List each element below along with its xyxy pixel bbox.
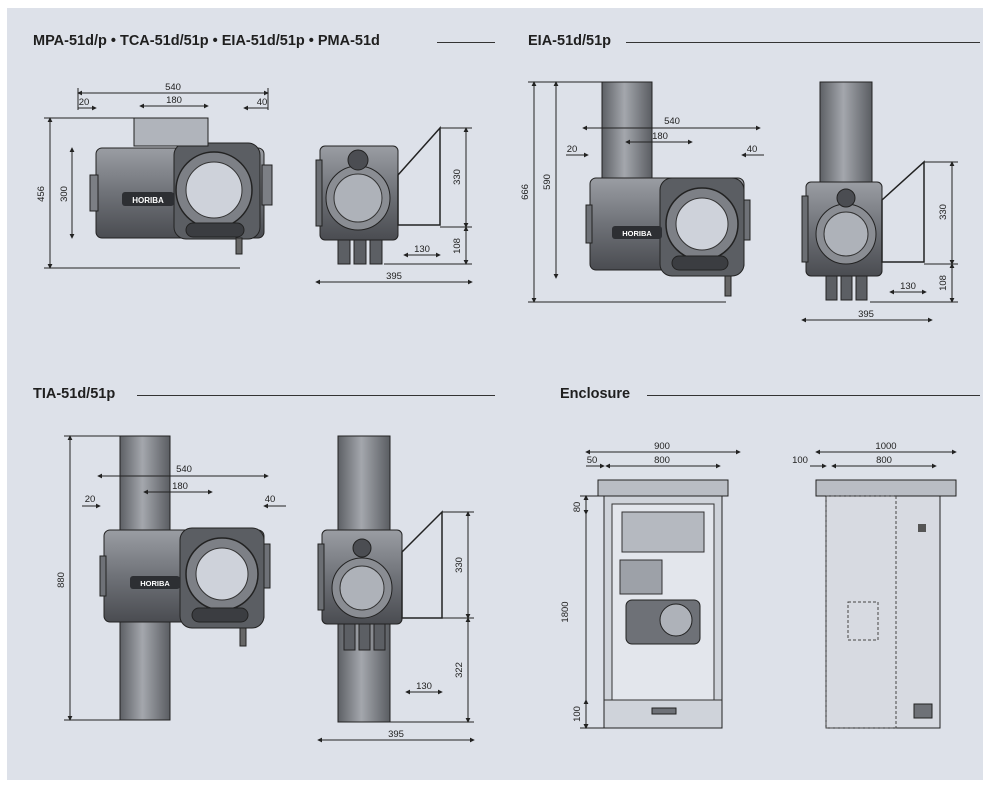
enc-dim-900: 900 xyxy=(654,441,670,452)
tl-dim-40: 40 xyxy=(257,97,268,108)
enclosure-front xyxy=(597,479,729,729)
tl-dim-395: 395 xyxy=(386,271,402,282)
tl-dim-180: 180 xyxy=(166,95,182,106)
tl-horiba-logo: HORIBA xyxy=(132,196,164,205)
tr-horiba-logo: HORIBA xyxy=(622,229,652,238)
enc-dim-1800: 1800 xyxy=(560,601,571,622)
section-title-top-right: EIA-51d/51p xyxy=(528,33,611,49)
enclosure-front-dimensions xyxy=(580,449,741,729)
bl-horiba-logo: HORIBA xyxy=(140,579,170,588)
tl-dimensions xyxy=(44,88,269,269)
tr-front-view: HORIBA xyxy=(585,81,751,297)
enc-dim-800-front: 800 xyxy=(654,455,670,466)
tr-dim-666: 666 xyxy=(520,184,531,200)
title-rule-top-right xyxy=(626,42,980,43)
enclosure-side-dimensions xyxy=(810,449,957,469)
bl-side-dimensions xyxy=(317,511,475,743)
bl-dim-180: 180 xyxy=(172,481,188,492)
bl-dim-880: 880 xyxy=(56,572,67,588)
enc-dim-100-side: 100 xyxy=(792,455,808,466)
title-rule-bottom-left xyxy=(137,395,495,396)
tr-side-dimensions xyxy=(801,161,958,323)
tr-dim-20: 20 xyxy=(567,144,578,155)
bl-side-view xyxy=(317,435,443,723)
bl-dim-395: 395 xyxy=(388,729,404,740)
tr-dim-108: 108 xyxy=(938,275,949,291)
tr-dim-330: 330 xyxy=(938,204,949,220)
tr-dim-540: 540 xyxy=(664,116,680,127)
title-rule-bottom-right xyxy=(647,395,980,396)
tr-side-view xyxy=(801,81,925,301)
tl-dim-300: 300 xyxy=(59,186,70,202)
bl-dim-322: 322 xyxy=(454,662,465,678)
tr-dimensions xyxy=(528,81,764,303)
bl-dim-130: 130 xyxy=(416,681,432,692)
bl-dim-540: 540 xyxy=(176,464,192,475)
tl-dim-20: 20 xyxy=(79,97,90,108)
title-rule-top-left xyxy=(437,42,495,43)
tr-dim-40: 40 xyxy=(747,144,758,155)
bl-front-view: HORIBA xyxy=(99,435,271,721)
enc-dim-100: 100 xyxy=(572,706,583,722)
tl-dim-330: 330 xyxy=(452,169,463,185)
enc-dim-50: 50 xyxy=(587,455,598,466)
enc-dim-1000: 1000 xyxy=(875,441,896,452)
tl-front-view: HORIBA xyxy=(89,117,273,255)
bl-dim-20: 20 xyxy=(85,494,96,505)
tl-dim-108: 108 xyxy=(452,238,463,254)
tl-dim-456: 456 xyxy=(36,186,47,202)
enc-dim-80: 80 xyxy=(572,502,583,513)
tl-side-view xyxy=(315,126,441,265)
bl-dim-40: 40 xyxy=(265,494,276,505)
tr-dim-395: 395 xyxy=(858,309,874,320)
bl-dim-330: 330 xyxy=(454,557,465,573)
bl-dimensions xyxy=(64,435,286,721)
section-title-top-left: MPA-51d/p • TCA-51d/51p • EIA-51d/51p • … xyxy=(33,33,380,49)
tl-dim-130: 130 xyxy=(414,244,430,255)
tr-dim-590: 590 xyxy=(542,174,553,190)
section-title-bottom-right: Enclosure xyxy=(560,386,631,402)
tl-side-dimensions xyxy=(315,127,473,285)
enclosure-side xyxy=(815,479,957,729)
tl-dim-540: 540 xyxy=(165,82,181,93)
enc-dim-800-side: 800 xyxy=(876,455,892,466)
tr-dim-130: 130 xyxy=(900,281,916,292)
section-title-bottom-left: TIA-51d/51p xyxy=(33,386,116,402)
tr-dim-180: 180 xyxy=(652,131,668,142)
